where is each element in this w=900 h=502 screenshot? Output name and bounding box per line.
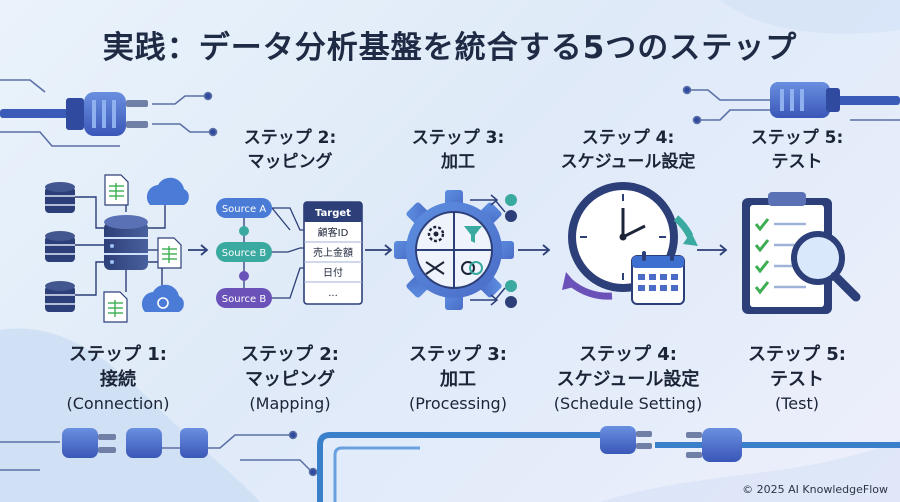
bottom-cables	[0, 430, 900, 502]
page-title: 実践：データ分析基盤を統合する5つのステップ	[102, 30, 798, 66]
central-database-icon	[104, 215, 148, 270]
database-icon	[45, 182, 75, 213]
document-icon	[103, 291, 128, 323]
merge-icon	[461, 261, 483, 275]
document-icon	[157, 237, 182, 269]
magnifier-icon	[791, 231, 861, 302]
top-left-plug-icon	[0, 92, 148, 136]
target-table: Target 顧客ID 売上金額 日付 ...	[303, 201, 363, 305]
target-row: 売上金額	[313, 246, 353, 259]
bottom-left-plug-icon	[62, 428, 116, 458]
target-row: ...	[328, 288, 338, 299]
source-label: Source B	[222, 248, 267, 259]
source-box: Source B	[216, 288, 272, 308]
top-label-step-3: ステップ 3: 加工	[411, 128, 505, 172]
source-box: Source A	[216, 198, 272, 218]
processing-gear-icon	[394, 190, 517, 310]
top-right-plug-icon	[770, 82, 900, 118]
database-icon	[45, 231, 75, 262]
settings-icon	[427, 225, 445, 243]
step-2-label: ステップ 2: マッピング (Mapping)	[241, 344, 339, 413]
circuit-lines	[0, 79, 218, 147]
step-5-label: ステップ 5: テスト (Test)	[748, 344, 846, 413]
source-label: Source A	[222, 204, 267, 215]
copyright-text: © 2025 AI KnowledgeFlow	[742, 483, 888, 496]
database-icon	[45, 281, 75, 312]
target-row: 顧客ID	[318, 226, 349, 239]
calendar-icon	[631, 251, 685, 305]
step-1-label: ステップ 1: 接続 (Connection)	[66, 344, 170, 413]
target-row: 日付	[323, 266, 343, 279]
node-dot	[239, 226, 249, 236]
target-header: Target	[315, 208, 351, 219]
source-label: Source B	[222, 294, 267, 305]
flow-arrows	[188, 244, 728, 256]
bottom-center-plug-icon	[600, 426, 652, 454]
filter-icon	[464, 226, 482, 243]
node-dot	[239, 271, 249, 281]
cloud-sync-icon	[141, 284, 184, 312]
top-label-step-4: ステップ 4: スケジュール設定	[560, 128, 696, 172]
connection-illustration	[45, 174, 189, 323]
bottom-right-plug-icon	[686, 428, 742, 462]
cloud-icon	[146, 177, 189, 205]
document-icon	[104, 174, 129, 206]
step-3-label: ステップ 3: 加工 (Processing)	[409, 344, 507, 413]
circuit-lines-right	[682, 85, 900, 125]
step-4-label: ステップ 4: スケジュール設定 (Schedule Setting)	[553, 344, 703, 413]
top-label-step-5: ステップ 5: テスト	[750, 128, 844, 172]
bottom-socket-icon	[126, 428, 208, 458]
shuffle-icon	[425, 261, 445, 275]
top-label-step-2: ステップ 2: マッピング	[243, 128, 337, 172]
source-box: Source B	[216, 242, 272, 262]
